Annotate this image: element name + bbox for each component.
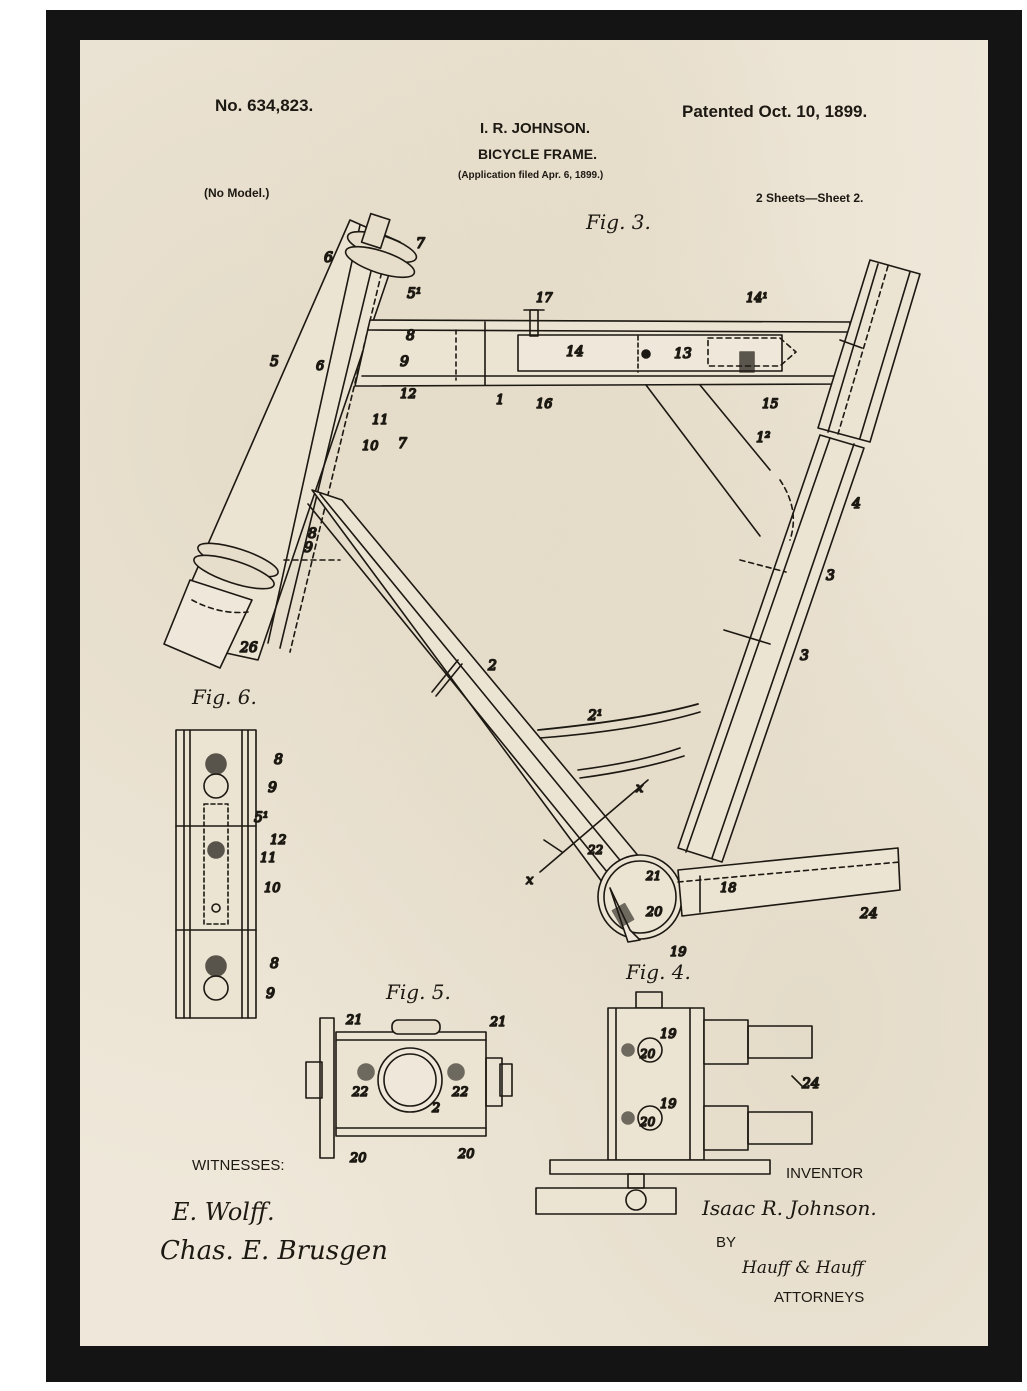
- inventor-heading: I. R. JOHNSON.: [480, 120, 591, 137]
- svg-text:7: 7: [398, 436, 407, 452]
- fig-6-drawing: 8 9 5¹ 12 11 10 8 9: [175, 729, 287, 1019]
- svg-text:22: 22: [587, 843, 603, 857]
- svg-text:8: 8: [308, 526, 317, 542]
- svg-text:2¹: 2¹: [587, 708, 603, 724]
- svg-text:7: 7: [416, 236, 425, 252]
- fig-5-drawing: 21 21 22 22 2 20 20: [305, 1012, 513, 1167]
- svg-text:6: 6: [324, 250, 333, 266]
- by-label: BY: [716, 1234, 737, 1251]
- svg-text:1²: 1²: [756, 430, 771, 446]
- svg-text:6: 6: [316, 359, 324, 374]
- svg-text:11: 11: [260, 851, 277, 866]
- svg-text:22: 22: [451, 1085, 469, 1100]
- svg-text:9: 9: [304, 540, 313, 556]
- fig-3-drawing: 7 6 5¹ 8 9 5 6 12 11 10 7 8 9 26 17 14 1…: [163, 212, 921, 961]
- sheets-note: 2 Sheets—Sheet 2.: [756, 191, 864, 205]
- svg-text:10: 10: [264, 881, 281, 896]
- inventor-signature: Isaac R. Johnson.: [702, 1196, 877, 1220]
- figure-3-label: Fig. 3.: [586, 210, 651, 234]
- patent-title: BICYCLE FRAME.: [478, 146, 597, 162]
- svg-text:14: 14: [566, 344, 584, 360]
- svg-text:8: 8: [406, 328, 415, 344]
- application-note: (Application filed Apr. 6, 1899.): [458, 170, 604, 181]
- svg-text:9: 9: [266, 986, 275, 1002]
- svg-text:20: 20: [349, 1151, 367, 1166]
- svg-text:11: 11: [372, 413, 389, 428]
- witness-signature-2: Chas. E. Brusgen: [160, 1236, 388, 1266]
- svg-text:12: 12: [400, 387, 417, 402]
- witness-signature-1: E. Wolff.: [172, 1198, 275, 1226]
- svg-text:19: 19: [670, 945, 687, 960]
- svg-text:18: 18: [720, 881, 737, 896]
- fig-4-drawing: 19 20 19 20 24: [535, 991, 821, 1215]
- svg-text:20: 20: [457, 1147, 475, 1162]
- svg-text:17: 17: [536, 291, 553, 306]
- svg-text:x: x: [636, 781, 644, 796]
- svg-text:14¹: 14¹: [746, 291, 768, 306]
- svg-text:8: 8: [274, 752, 283, 768]
- attorneys-signature: Hauff & Hauff: [742, 1258, 864, 1278]
- svg-text:9: 9: [268, 780, 277, 796]
- svg-text:3: 3: [800, 648, 809, 664]
- svg-text:8: 8: [270, 956, 279, 972]
- svg-text:x: x: [526, 873, 534, 888]
- svg-text:1: 1: [496, 393, 504, 408]
- svg-text:20: 20: [639, 1115, 656, 1129]
- model-note: (No Model.): [204, 186, 270, 200]
- inventor-label: INVENTOR: [786, 1165, 864, 1182]
- figure-5-label: Fig. 5.: [386, 980, 451, 1004]
- svg-text:15: 15: [762, 397, 779, 412]
- witnesses-label: WITNESSES:: [192, 1157, 285, 1174]
- svg-text:20: 20: [645, 905, 663, 920]
- attorneys-label: ATTORNEYS: [774, 1289, 865, 1306]
- svg-text:5¹: 5¹: [254, 810, 269, 826]
- svg-text:5: 5: [270, 354, 279, 370]
- svg-text:13: 13: [674, 346, 692, 362]
- figure-4-label: Fig. 4.: [626, 960, 691, 984]
- svg-text:19: 19: [660, 1097, 677, 1112]
- svg-text:21: 21: [645, 869, 661, 883]
- svg-text:19: 19: [660, 1027, 677, 1042]
- svg-text:4: 4: [851, 496, 861, 512]
- svg-text:10: 10: [362, 439, 379, 454]
- figure-6-label: Fig. 6.: [192, 685, 257, 709]
- svg-text:2: 2: [487, 658, 497, 674]
- svg-text:12: 12: [270, 833, 287, 848]
- svg-text:3: 3: [826, 568, 835, 584]
- patent-sheet: No. 634,823. Patented Oct. 10, 1899. I. …: [80, 40, 988, 1346]
- svg-text:21: 21: [345, 1013, 363, 1028]
- svg-text:20: 20: [639, 1047, 656, 1061]
- svg-text:9: 9: [400, 354, 409, 370]
- svg-text:24: 24: [801, 1076, 820, 1092]
- patent-date: Patented Oct. 10, 1899.: [682, 102, 868, 121]
- svg-text:21: 21: [489, 1015, 507, 1030]
- patent-number: No. 634,823.: [215, 96, 314, 115]
- svg-text:26: 26: [239, 640, 258, 656]
- bicycle-frame-drawing: 7 6 5¹ 8 9 5 6 12 11 10 7 8 9 26 17 14 1…: [163, 212, 921, 1215]
- svg-text:5¹: 5¹: [407, 286, 422, 302]
- svg-text:16: 16: [536, 397, 553, 412]
- svg-text:22: 22: [351, 1085, 369, 1100]
- svg-text:24: 24: [859, 906, 878, 922]
- svg-text:2: 2: [431, 1101, 440, 1116]
